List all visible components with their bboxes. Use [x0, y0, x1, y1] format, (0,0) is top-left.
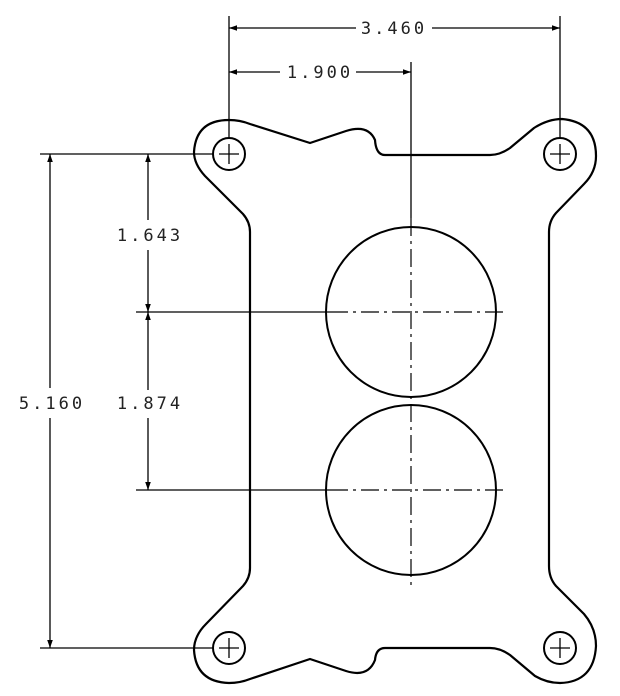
mounting-hole-top-left — [212, 137, 246, 171]
mounting-hole-top-right — [543, 137, 577, 171]
dimension-label: 1.643 — [117, 226, 183, 246]
mounting-hole-bottom-right — [543, 631, 577, 665]
dimension-top-to-upper-bore: 1.643 — [117, 154, 183, 312]
dimension-overall-height: 5.160 — [19, 154, 85, 648]
dimension-label: 3.460 — [361, 19, 427, 39]
dimension-label: 1.874 — [117, 394, 183, 414]
dimension-label: 1.900 — [287, 63, 353, 83]
dimension-label: 5.160 — [19, 394, 85, 414]
gasket-outline — [192, 117, 598, 685]
dimension-bore-offset: 1.900 — [229, 63, 411, 83]
mounting-hole-bottom-left — [212, 631, 246, 665]
dimension-overall-width: 3.460 — [229, 19, 560, 39]
dimension-bore-spacing: 1.874 — [117, 312, 183, 490]
